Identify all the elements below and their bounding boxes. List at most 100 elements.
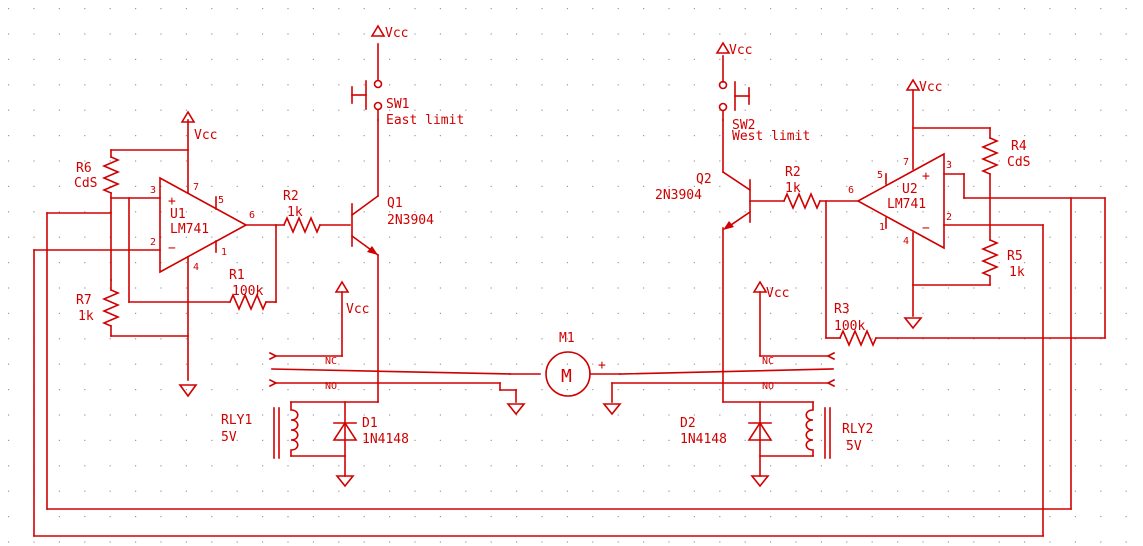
grid-dot xyxy=(998,389,1000,391)
grid-dot xyxy=(109,109,111,111)
grid-dot xyxy=(465,160,467,162)
grid-dot xyxy=(8,338,10,340)
grid-dot xyxy=(185,109,187,111)
grid-dot xyxy=(287,516,289,518)
grid-dot xyxy=(262,516,264,518)
grid-dot xyxy=(668,185,670,187)
rly2-value: 5V xyxy=(846,439,862,454)
grid-dot xyxy=(617,363,619,365)
rly2-ref: RLY2 xyxy=(842,422,873,437)
grid-dot xyxy=(363,109,365,111)
grid-dot xyxy=(871,236,873,238)
grid-dot xyxy=(414,211,416,213)
grid-dot xyxy=(516,287,518,289)
grid-dot xyxy=(973,287,975,289)
grid-dot xyxy=(185,160,187,162)
grid-dot xyxy=(312,439,314,441)
grid-dot xyxy=(236,465,238,467)
grid-dot xyxy=(1074,58,1076,60)
grid-dot xyxy=(1100,287,1102,289)
grid-dot xyxy=(1100,84,1102,86)
grid-dot xyxy=(262,8,264,10)
grid-dot xyxy=(465,135,467,137)
grid-dot xyxy=(262,33,264,35)
grid-dot xyxy=(58,33,60,35)
grid-dot xyxy=(1125,439,1127,441)
grid-dot xyxy=(1074,541,1076,543)
grid-dot xyxy=(109,465,111,467)
grid-dot xyxy=(160,58,162,60)
grid-dot xyxy=(693,58,695,60)
u2-pin-4: 4 xyxy=(903,236,909,247)
grid-dot xyxy=(1024,262,1026,264)
grid-dot xyxy=(922,135,924,137)
grid-dot xyxy=(947,58,949,60)
grid-dot xyxy=(58,287,60,289)
grid-dot xyxy=(1100,389,1102,391)
grid-dot xyxy=(1125,33,1127,35)
grid-dot xyxy=(312,109,314,111)
relay-rly2-coil: RLY2 5V xyxy=(722,401,873,459)
grid-dot xyxy=(541,8,543,10)
grid-dot xyxy=(185,185,187,187)
grid-dot xyxy=(871,262,873,264)
grid-dot xyxy=(312,58,314,60)
grid-dot xyxy=(795,541,797,543)
grid-dot xyxy=(770,8,772,10)
grid-dot xyxy=(465,389,467,391)
grid-dot xyxy=(973,84,975,86)
grid-dot xyxy=(922,84,924,86)
grid-dot xyxy=(998,338,1000,340)
grid-dot xyxy=(490,185,492,187)
grid-dot xyxy=(262,135,264,137)
grid-dot xyxy=(58,465,60,467)
grid-dot xyxy=(744,338,746,340)
grid-dot xyxy=(1074,516,1076,518)
grid-dot xyxy=(363,312,365,314)
grid-dot xyxy=(770,389,772,391)
grid-dot xyxy=(338,33,340,35)
grid-dot xyxy=(744,211,746,213)
grid-dot xyxy=(58,211,60,213)
grid-dot xyxy=(1049,185,1051,187)
grid-dot xyxy=(1074,160,1076,162)
grid-dot xyxy=(84,389,86,391)
grid-dot xyxy=(516,8,518,10)
r6-value: CdS xyxy=(74,176,97,191)
grid-dot xyxy=(770,185,772,187)
grid-dot xyxy=(84,58,86,60)
grid-dot xyxy=(566,363,568,365)
grid-dot xyxy=(439,490,441,492)
grid-dot xyxy=(490,160,492,162)
grid-dot xyxy=(58,516,60,518)
grid-dot xyxy=(1074,287,1076,289)
grid-dot xyxy=(389,439,391,441)
grid-dot xyxy=(820,465,822,467)
grid-dot xyxy=(846,516,848,518)
grid-dot xyxy=(236,160,238,162)
grid-dot xyxy=(8,135,10,137)
grid-dot xyxy=(617,135,619,137)
ground-d1 xyxy=(335,475,355,488)
grid-dot xyxy=(998,287,1000,289)
grid-dot xyxy=(820,109,822,111)
grid-dot xyxy=(693,109,695,111)
grid-dot xyxy=(897,58,899,60)
grid-dot xyxy=(1074,465,1076,467)
resistor-r6: R6 CdS xyxy=(74,149,189,281)
grid-dot xyxy=(617,8,619,10)
grid-dot xyxy=(541,236,543,238)
grid-dot xyxy=(338,541,340,543)
grid-dot xyxy=(897,465,899,467)
grid-dot xyxy=(33,135,35,137)
grid-dot xyxy=(211,185,213,187)
resistor-r4: R4 CdS xyxy=(912,127,1030,241)
grid-dot xyxy=(8,84,10,86)
grid-dot xyxy=(1049,541,1051,543)
grid-dot xyxy=(897,363,899,365)
grid-dot xyxy=(287,389,289,391)
grid-dot xyxy=(719,287,721,289)
grid-dot xyxy=(643,287,645,289)
grid-dot xyxy=(58,135,60,137)
grid-dot xyxy=(236,439,238,441)
